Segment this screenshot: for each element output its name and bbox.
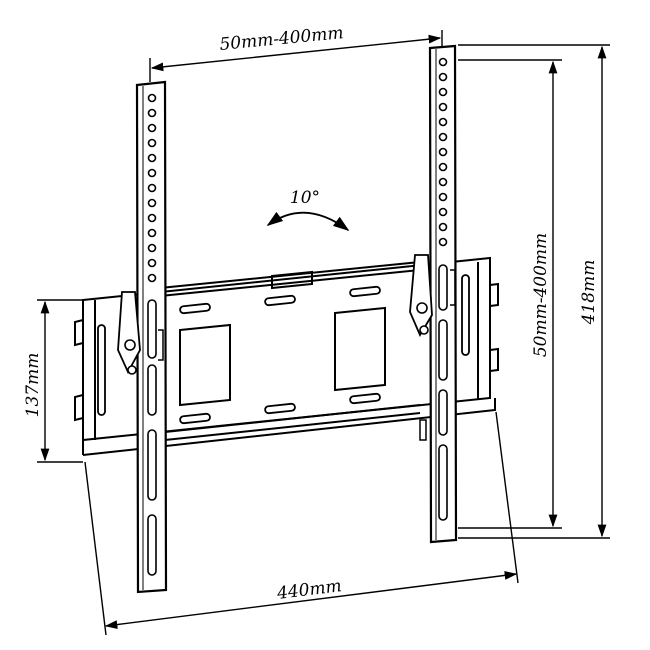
right-inner-height-label: 50mm-400mm xyxy=(531,233,551,357)
wall-plate xyxy=(74,256,499,456)
tilt-arrow xyxy=(266,211,350,231)
bottom-width-dimension xyxy=(84,411,519,636)
bottom-width-label: 440mm xyxy=(275,576,343,604)
right-vertical-arm xyxy=(409,44,458,544)
right-outer-height-label: 418mm xyxy=(579,260,599,326)
left-vertical-arm xyxy=(117,80,168,594)
wall-plate-slots xyxy=(97,274,470,425)
top-width-dimension xyxy=(149,30,443,82)
tilt-angle-label: 10° xyxy=(290,188,320,208)
right-inner-height-dimension xyxy=(458,59,562,529)
left-height-label: 137mm xyxy=(23,353,43,418)
right-outer-height-dimension xyxy=(458,44,610,539)
left-height-dimension xyxy=(37,299,83,463)
